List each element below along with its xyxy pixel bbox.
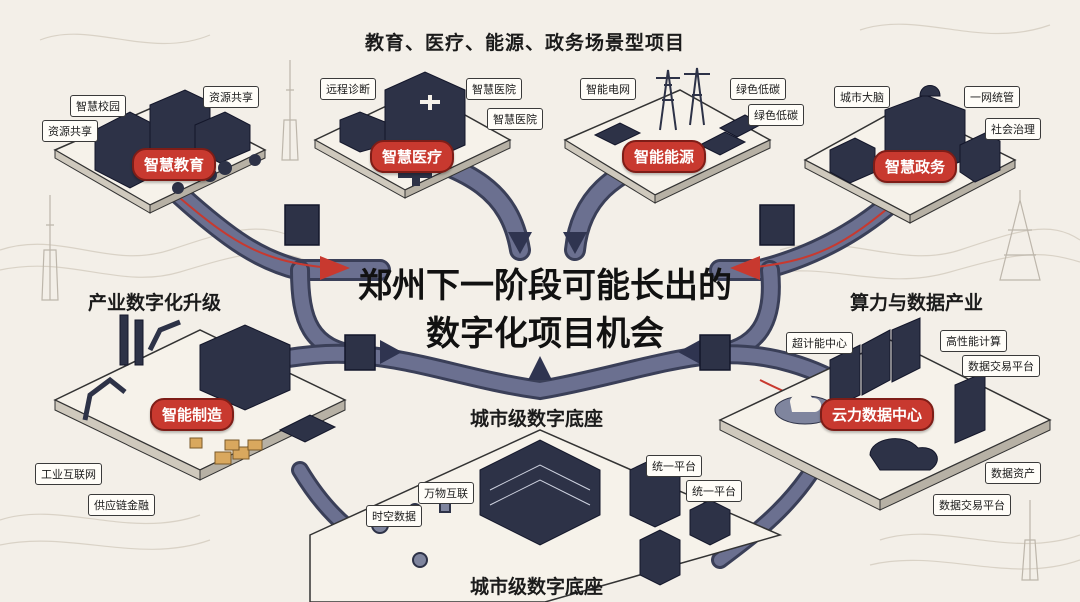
pill-energy: 智能能源 <box>622 140 707 173</box>
flow-arrow-right <box>730 256 760 280</box>
section-base-lower: 城市级数字底座 <box>470 576 604 598</box>
center-title: 郑州下一阶段可能长出的 数字化项目机会 <box>355 262 735 358</box>
tag-energy-1: 智能电网 <box>580 78 636 100</box>
tag-manufacturing-2: 供应链金融 <box>88 494 155 516</box>
center-title-line2: 数字化项目机会 <box>426 314 664 354</box>
pagoda-icon-right <box>999 190 1041 581</box>
tag-base-2: 时空数据 <box>366 505 422 527</box>
section-base-upper: 城市级数字底座 <box>470 408 604 430</box>
pill-government: 智慧政务 <box>873 150 958 183</box>
tag-education-2: 资源共享 <box>203 86 259 108</box>
tag-medical-1: 远程诊断 <box>320 78 376 100</box>
tag-base-4: 统一平台 <box>686 480 742 502</box>
tag-energy-2: 绿色低碳 <box>730 78 786 100</box>
tag-datacenter-1: 超计能中心 <box>786 332 853 354</box>
section-industry: 产业数字化升级 <box>88 292 222 314</box>
pill-medical: 智慧医疗 <box>370 140 455 173</box>
tag-government-2: 一网统管 <box>964 86 1020 108</box>
header-title: 教育、医疗、能源、政务场景型项目 <box>365 32 686 54</box>
tag-medical-2: 智慧医院 <box>466 78 522 100</box>
tag-datacenter-3: 数据交易平台 <box>962 355 1040 377</box>
center-title-line1: 郑州下一阶段可能长出的 <box>358 266 732 306</box>
tag-government-3: 社会治理 <box>985 118 1041 140</box>
tag-energy-3: 绿色低碳 <box>748 104 804 126</box>
tag-education-1: 智慧校园 <box>70 95 126 117</box>
tag-datacenter-4: 数据资产 <box>985 462 1041 484</box>
tag-datacenter-2: 高性能计算 <box>940 330 1007 352</box>
tag-base-1: 万物互联 <box>418 482 474 504</box>
tag-manufacturing-1: 工业互联网 <box>35 463 102 485</box>
tag-datacenter-5: 数据交易平台 <box>933 494 1011 516</box>
tower-icon-left <box>41 60 299 301</box>
pill-datacenter: 云力数据中心 <box>820 398 935 431</box>
tag-base-3: 统一平台 <box>646 455 702 477</box>
gate-boxes <box>284 204 795 371</box>
arrows-to-center <box>380 232 700 380</box>
tag-medical-3: 智慧医院 <box>487 108 543 130</box>
pill-education: 智慧教育 <box>132 148 217 181</box>
tag-government-1: 城市大脑 <box>834 86 890 108</box>
flow-arrow-left <box>320 256 350 280</box>
tag-education-3: 资源共享 <box>42 120 98 142</box>
section-compute: 算力与数据产业 <box>850 292 984 314</box>
pill-manufacturing: 智能制造 <box>150 398 235 431</box>
